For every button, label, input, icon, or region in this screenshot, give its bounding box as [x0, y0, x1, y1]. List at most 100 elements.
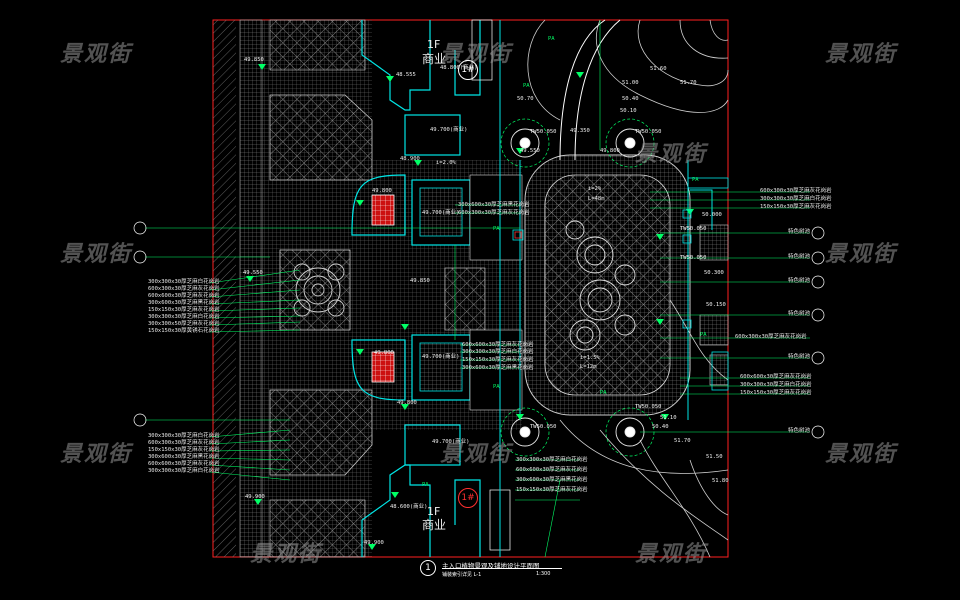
callout-right: 600x300x30厚芝麻灰花岗岩: [760, 188, 832, 194]
contour-label: 51.00: [622, 80, 639, 86]
elevation-label: 48.900: [400, 156, 420, 162]
watermark: 景观街: [635, 542, 708, 567]
elevation-label: 49.550: [520, 148, 540, 154]
elevation-label: 49.700(商业): [422, 210, 460, 216]
slope-label: i=1.5%: [580, 355, 600, 361]
callout-right: 特色树池: [788, 254, 811, 260]
cyan-markers: [512, 209, 692, 329]
callout-left-lower: 150x150x30厚芝麻灰花岗岩: [148, 447, 220, 453]
drawing-scale: 1:300: [536, 571, 551, 577]
building-tag-top: 1#: [458, 60, 478, 80]
slope-label: L=48m: [588, 196, 605, 202]
elevation-label: 48.800(商业): [440, 65, 478, 71]
planter-curve-bottom: [351, 339, 406, 401]
callout-right: 特色树池: [788, 229, 811, 235]
elevation-label: 50.300: [704, 270, 724, 276]
drawing-title: 主入口植物景观及铺地设计平面图: [442, 562, 540, 570]
watermark: 景观街: [825, 242, 898, 267]
red-planter-bottom: [371, 351, 395, 383]
left-sidewalk: [239, 19, 263, 558]
callout-left: 300x600x30厚芝麻黑花岗岩: [148, 300, 220, 306]
elevation-label: 49.700(商业): [430, 127, 468, 133]
elevation-label: 49.550: [243, 270, 263, 276]
callout-left: 300x300x50厚芝麻灰花岗岩: [148, 321, 220, 327]
pa-tag: PA: [422, 482, 429, 488]
callout-center: 300x300x30厚芝麻白花岗岩: [516, 457, 588, 463]
leaders-left: [145, 227, 520, 481]
building-tag-bottom: 1#: [458, 488, 478, 508]
watermark: 景观街: [825, 42, 898, 67]
callout-center: 600x600x30厚芝麻灰花岗岩: [516, 467, 588, 473]
building-top-floor: 1F: [427, 38, 441, 51]
watermark: 景观街: [60, 242, 133, 267]
pa-tag: PA: [493, 384, 500, 390]
callout-left: 150x150x30厚黄锈石花岗岩: [148, 328, 220, 334]
elevation-label: 49.800: [397, 400, 417, 406]
drawing-subtitle: 铺装索引详见 L-1: [442, 572, 482, 578]
contour-label: 50.40: [652, 424, 669, 430]
callout-left-lower: 600x600x30厚芝麻灰花岗岩: [148, 461, 220, 467]
pa-tag: PA: [493, 226, 500, 232]
elevation-label: TW50.050: [530, 424, 557, 430]
elevation-label: 49.900: [245, 494, 265, 500]
planter-curve-top: [351, 174, 406, 236]
elevation-label: 49.850: [410, 278, 430, 284]
callout-center: 300x600x30厚芝麻黑花岗岩: [462, 365, 534, 371]
contour-label: 51.50: [706, 454, 723, 460]
contour-label: 51.70: [674, 438, 691, 444]
elevation-label: 49.900: [364, 540, 384, 546]
contour-label: 51.10: [660, 415, 677, 421]
elevation-label: 50.000: [702, 212, 722, 218]
elevation-label: 49.700(商业): [422, 354, 460, 360]
contour-label: 50.70: [517, 96, 534, 102]
elevation-label: TW50.050: [635, 404, 662, 410]
callout-center: 300x300x30厚芝麻白花岗岩: [462, 349, 534, 355]
callout-right: 特色树池: [788, 311, 811, 317]
contour-label: 51.80: [712, 478, 729, 484]
callout-right: 600x300x30厚芝麻灰花岗岩: [735, 334, 807, 340]
elevation-label: TW50.050: [680, 255, 707, 261]
slope-label: L=12m: [580, 364, 597, 370]
callout-right: 特色树池: [788, 354, 811, 360]
callout-right: 150x150x30厚芝麻灰花岗岩: [740, 390, 812, 396]
pa-tag: PA: [692, 177, 699, 183]
title-block: 1 主入口植物景观及铺地设计平面图 铺装索引详见 L-1 1:300: [420, 558, 660, 584]
building-top-use: 商业: [422, 52, 447, 66]
callout-left: 150x150x30厚芝麻灰花岗岩: [148, 307, 220, 313]
callout-right: 600x600x30厚芝麻灰花岗岩: [740, 374, 812, 380]
callout-circles: [133, 221, 825, 439]
building-top: [361, 19, 493, 156]
elevation-label: 50.150: [706, 302, 726, 308]
elevation-label: 49.700(商业): [432, 439, 470, 445]
elevation-label: 49.350: [570, 128, 590, 134]
watermark: 景观街: [825, 442, 898, 467]
callout-center: 300x600x30厚芝麻黑花岗岩: [516, 477, 588, 483]
elevation-label: 49.800: [600, 148, 620, 154]
building-bottom-use: 商业: [422, 518, 447, 532]
pa-tag: PA: [600, 390, 607, 396]
drawing-number: 1: [420, 560, 436, 576]
callout-center: 150x150x30厚芝麻灰花岗岩: [462, 357, 534, 363]
red-marker: [514, 231, 522, 239]
right-ornament: [565, 220, 636, 351]
callout-center: 300x600x30厚芝麻黑花岗岩: [458, 202, 530, 208]
callout-left: 300x300x30厚芝麻白花岗岩: [148, 314, 220, 320]
left-plaza: [262, 19, 373, 558]
callout-center: 600x300x30厚芝麻灰花岗岩: [458, 210, 530, 216]
pa-tag: PA: [523, 83, 530, 89]
callout-center: 150x150x30厚芝麻灰花岗岩: [516, 487, 588, 493]
building-bottom-floor: 1F: [427, 505, 441, 518]
contour-label: 51.60: [650, 66, 667, 72]
watermark: 景观街: [635, 142, 708, 167]
contour-label: 51.70: [680, 80, 697, 86]
slope-label: i=2%: [588, 186, 602, 192]
left-ornament: [293, 263, 345, 317]
callout-right: 300x300x30厚芝麻白花岗岩: [740, 382, 812, 388]
title-underline: [442, 568, 562, 569]
elevation-label: TW50.050: [635, 129, 662, 135]
watermark: 景观街: [250, 542, 323, 567]
elevation-label: 48.600(商业): [390, 504, 428, 510]
right-steps: [687, 177, 729, 391]
callout-left-lower: 300x300x30厚芝麻白花岗岩: [148, 433, 220, 439]
